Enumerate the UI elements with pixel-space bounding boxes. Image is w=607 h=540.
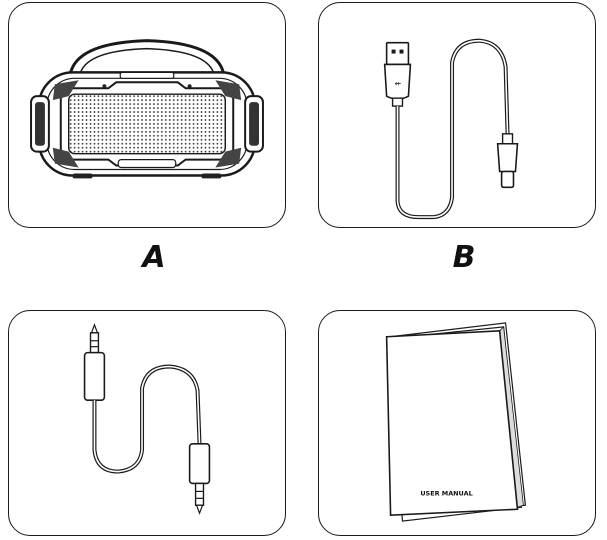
- panel-usb-cable: ⇷: [318, 2, 596, 228]
- item-label-a: A: [142, 240, 166, 275]
- aux-cable-icon: [83, 323, 211, 515]
- panel-user-manual: USER MANUAL: [318, 310, 596, 536]
- manual-title: USER MANUAL: [420, 489, 472, 497]
- speaker-icon: [30, 39, 264, 179]
- panel-aux-cable: [8, 310, 286, 536]
- svg-text:⇷: ⇷: [395, 79, 402, 88]
- panel-speaker: [8, 2, 286, 228]
- user-manual-icon: USER MANUAL: [385, 322, 527, 522]
- item-label-b: B: [452, 240, 476, 275]
- usb-cable-icon: ⇷: [383, 38, 519, 220]
